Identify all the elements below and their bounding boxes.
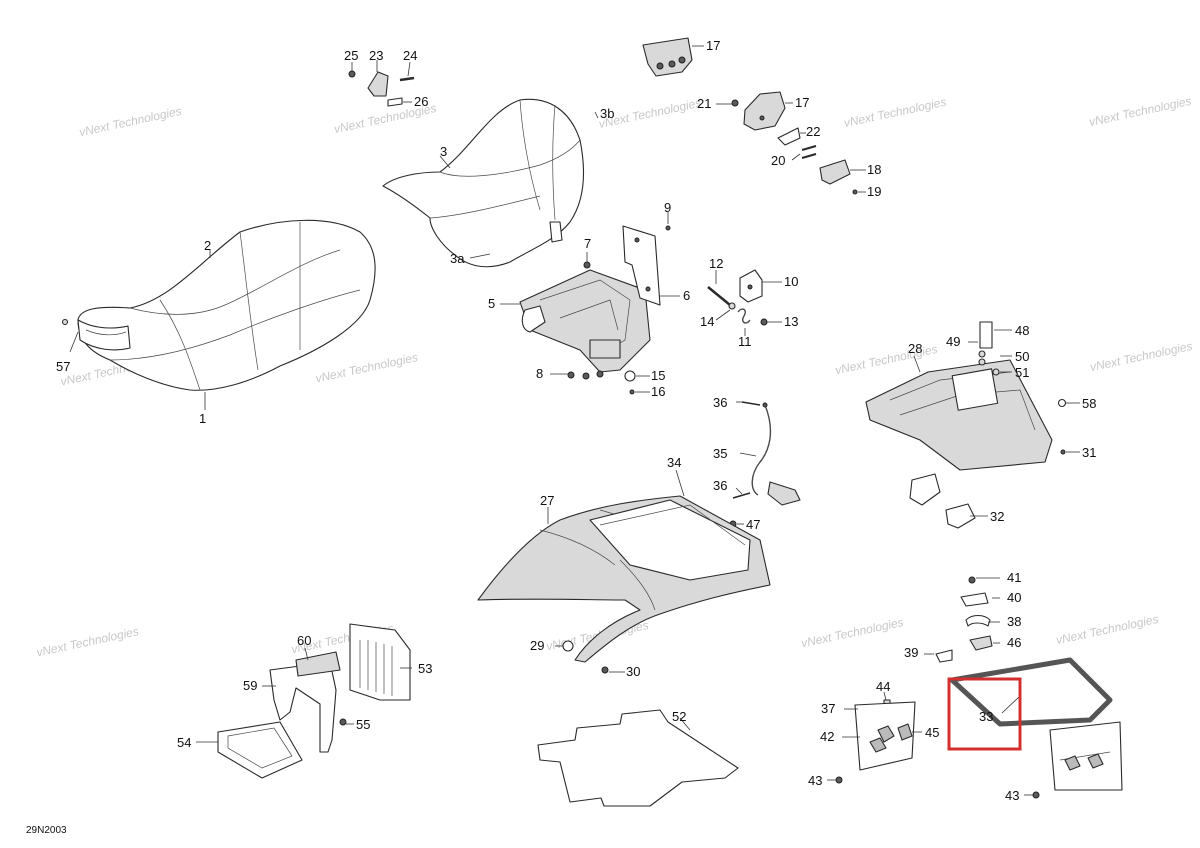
callout-19[interactable]: 19 bbox=[867, 184, 881, 199]
callout-31[interactable]: 31 bbox=[1082, 445, 1096, 460]
seat-frame bbox=[519, 269, 651, 373]
callout-20[interactable]: 20 bbox=[771, 153, 785, 168]
callout-13[interactable]: 13 bbox=[784, 314, 798, 329]
callout-10[interactable]: 10 bbox=[784, 274, 798, 289]
callout-33[interactable]: 33 bbox=[979, 709, 993, 724]
callout-43a[interactable]: 43 bbox=[808, 773, 822, 788]
callout-30[interactable]: 30 bbox=[626, 664, 640, 679]
diagram-code: 29N2003 bbox=[26, 825, 67, 836]
watermark: vNext Technologies bbox=[834, 342, 939, 377]
callout-5[interactable]: 5 bbox=[488, 296, 495, 311]
watermark: vNext Technologies bbox=[314, 350, 419, 385]
floor-mat bbox=[537, 709, 739, 807]
cable-assembly bbox=[732, 401, 801, 506]
callout-57[interactable]: 57 bbox=[56, 359, 70, 374]
rear-bumper bbox=[854, 592, 1123, 791]
watermark: vNext Technologies bbox=[1055, 612, 1160, 647]
seat-driver bbox=[61, 219, 376, 391]
watermark: vNext Technologies bbox=[843, 95, 948, 130]
callout-52[interactable]: 52 bbox=[672, 709, 686, 724]
watermark: vNext Technologies bbox=[1089, 339, 1194, 374]
callout-41[interactable]: 41 bbox=[1007, 570, 1021, 585]
watermark: vNext Technologies bbox=[1088, 94, 1193, 129]
callout-36b[interactable]: 36 bbox=[713, 478, 727, 493]
callout-7[interactable]: 7 bbox=[584, 236, 591, 251]
callout-47[interactable]: 47 bbox=[746, 517, 760, 532]
callout-24[interactable]: 24 bbox=[403, 48, 417, 63]
callout-58[interactable]: 58 bbox=[1082, 396, 1096, 411]
callout-29[interactable]: 29 bbox=[530, 638, 544, 653]
callout-39[interactable]: 39 bbox=[904, 645, 918, 660]
callout-17b[interactable]: 17 bbox=[795, 95, 809, 110]
callout-8[interactable]: 8 bbox=[536, 366, 543, 381]
callout-16[interactable]: 16 bbox=[651, 384, 665, 399]
callout-49[interactable]: 49 bbox=[946, 334, 960, 349]
latch-assembly bbox=[707, 269, 763, 324]
callout-28[interactable]: 28 bbox=[908, 341, 922, 356]
callout-35[interactable]: 35 bbox=[713, 446, 727, 461]
callout-43b[interactable]: 43 bbox=[1005, 788, 1019, 803]
callout-37[interactable]: 37 bbox=[821, 701, 835, 716]
callout-45[interactable]: 45 bbox=[925, 725, 939, 740]
callout-60[interactable]: 60 bbox=[297, 633, 311, 648]
highlight-box bbox=[947, 677, 1022, 751]
callout-53[interactable]: 53 bbox=[418, 661, 432, 676]
watermark: vNext Technologies bbox=[35, 624, 140, 659]
part-plate bbox=[622, 225, 661, 306]
callout-11[interactable]: 11 bbox=[738, 334, 752, 349]
lower-left-parts bbox=[217, 623, 411, 779]
callout-17a[interactable]: 17 bbox=[706, 38, 720, 53]
callout-14[interactable]: 14 bbox=[700, 314, 714, 329]
callout-40[interactable]: 40 bbox=[1007, 590, 1021, 605]
callout-54[interactable]: 54 bbox=[177, 735, 191, 750]
callout-42[interactable]: 42 bbox=[820, 729, 834, 744]
callout-2[interactable]: 2 bbox=[204, 238, 211, 253]
callout-26[interactable]: 26 bbox=[414, 94, 428, 109]
callout-46[interactable]: 46 bbox=[1007, 635, 1021, 650]
callout-18[interactable]: 18 bbox=[867, 162, 881, 177]
handle-parts bbox=[642, 37, 851, 185]
callout-22[interactable]: 22 bbox=[806, 124, 820, 139]
callout-44[interactable]: 44 bbox=[876, 679, 890, 694]
callout-27[interactable]: 27 bbox=[540, 493, 554, 508]
callout-50[interactable]: 50 bbox=[1015, 349, 1029, 364]
callout-48[interactable]: 48 bbox=[1015, 323, 1029, 338]
leader-lines bbox=[69, 45, 1080, 796]
callout-12[interactable]: 12 bbox=[709, 256, 723, 271]
callout-9[interactable]: 9 bbox=[664, 200, 671, 215]
callout-23[interactable]: 23 bbox=[369, 48, 383, 63]
callout-32[interactable]: 32 bbox=[990, 509, 1004, 524]
watermark: vNext Technologies bbox=[800, 615, 905, 650]
callout-34[interactable]: 34 bbox=[667, 455, 681, 470]
callout-51[interactable]: 51 bbox=[1015, 365, 1029, 380]
callout-59[interactable]: 59 bbox=[243, 678, 257, 693]
callout-3[interactable]: 3 bbox=[440, 144, 447, 159]
callout-3a[interactable]: 3a bbox=[450, 251, 465, 266]
cargo-deck bbox=[865, 321, 1053, 529]
seat-passenger bbox=[382, 98, 584, 268]
callout-3b[interactable]: 3b bbox=[600, 106, 614, 121]
callout-21[interactable]: 21 bbox=[697, 96, 711, 111]
callout-55[interactable]: 55 bbox=[356, 717, 370, 732]
callout-1[interactable]: 1 bbox=[199, 411, 206, 426]
rear-fender bbox=[477, 495, 771, 663]
watermark: vNext Technologies bbox=[78, 104, 183, 139]
callout-38[interactable]: 38 bbox=[1007, 614, 1021, 629]
callout-36a[interactable]: 36 bbox=[713, 395, 727, 410]
callout-15[interactable]: 15 bbox=[651, 368, 665, 383]
callouts: 1 2 3 3a 3b 5 6 7 8 9 10 11 12 13 14 15 … bbox=[56, 38, 1096, 803]
bracket-parts bbox=[348, 70, 415, 107]
callout-6[interactable]: 6 bbox=[683, 288, 690, 303]
callout-25[interactable]: 25 bbox=[344, 48, 358, 63]
